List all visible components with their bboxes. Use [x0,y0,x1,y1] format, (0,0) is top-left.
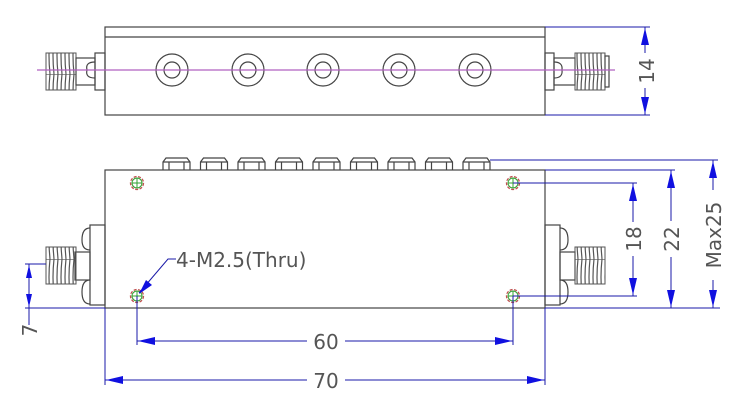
tuning-nut [199,157,229,170]
tuning-nut [162,157,191,170]
tuning-nut [462,157,491,170]
dim-60: 60 [136,296,514,354]
tuning-nut [312,157,341,170]
dim-14: 14 [545,26,659,116]
hole-callout: 4-M2.5(Thru) [138,248,306,294]
mounting-hole [129,175,145,191]
left-connector-front [45,224,106,306]
dim-max25-label: Max25 [702,202,726,269]
front-body [104,169,546,309]
dim-7: 7 [18,263,105,337]
right-connector-top [544,52,610,91]
tuning-nut [349,157,379,170]
top-view: 14 [37,26,659,116]
dim-22: 22 [545,169,720,309]
tuning-nut [274,157,304,170]
dim-70-label: 70 [313,369,338,393]
right-connector-front [544,224,606,306]
tuning-nut [387,157,416,170]
tuning-nut [424,157,454,170]
tuning-nut [237,157,266,170]
dim-18: 18 [513,182,646,297]
dim-22-label: 22 [660,226,684,251]
front-view: 4-M2.5(Thru) 7 60 70 [18,157,726,393]
dim-70: 70 [104,308,546,393]
left-connector-top [45,52,106,91]
hole-callout-label: 4-M2.5(Thru) [176,248,306,272]
dim-14-label: 14 [635,58,659,83]
dim-60-label: 60 [313,330,338,354]
dim-max25: Max25 [490,159,726,308]
dim-18-label: 18 [622,226,646,251]
top-body [104,26,546,116]
dim-7-label: 7 [18,324,42,337]
